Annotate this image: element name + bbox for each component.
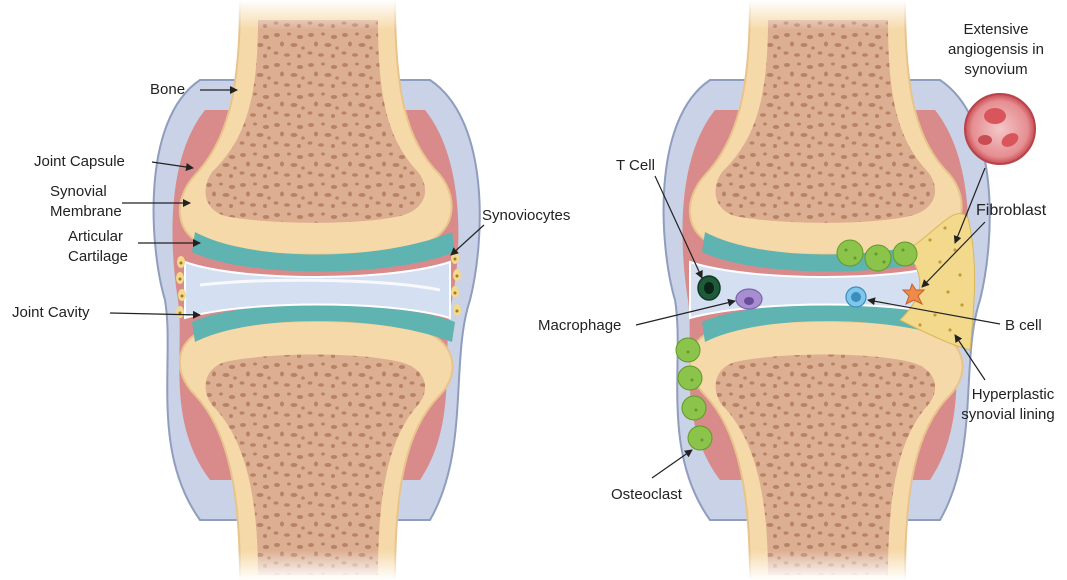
label-synovial-membrane-1: Synovial [50, 183, 107, 200]
label-joint-capsule: Joint Capsule [34, 153, 125, 170]
label-fibroblast: Fibroblast [976, 202, 1047, 219]
ra-joint [660, 0, 1035, 580]
label-macrophage: Macrophage [538, 317, 621, 334]
healthy-joint [150, 0, 480, 580]
label-angiogenesis-3: synovium [964, 61, 1027, 78]
label-synovial-membrane-2: Membrane [50, 203, 122, 220]
label-angiogenesis-2: angiogensis in [948, 41, 1044, 58]
label-joint-cavity: Joint Cavity [12, 304, 90, 321]
label-articular-cartilage-2: Cartilage [68, 248, 128, 265]
label-bone: Bone [150, 81, 185, 98]
label-hyperplastic-1: Hyperplastic [972, 386, 1055, 403]
label-hyperplastic-2: synovial lining [961, 406, 1054, 423]
label-angiogenesis-1: Extensive [963, 21, 1028, 38]
osteoclasts-upper [837, 240, 917, 271]
label-osteoclast: Osteoclast [611, 486, 683, 503]
label-synoviocytes: Synoviocytes [482, 207, 570, 224]
label-t-cell: T Cell [616, 157, 655, 174]
label-articular-cartilage-1: Articular [68, 228, 123, 245]
label-b-cell: B cell [1005, 317, 1042, 334]
blood-vessel-graphic [965, 94, 1035, 164]
